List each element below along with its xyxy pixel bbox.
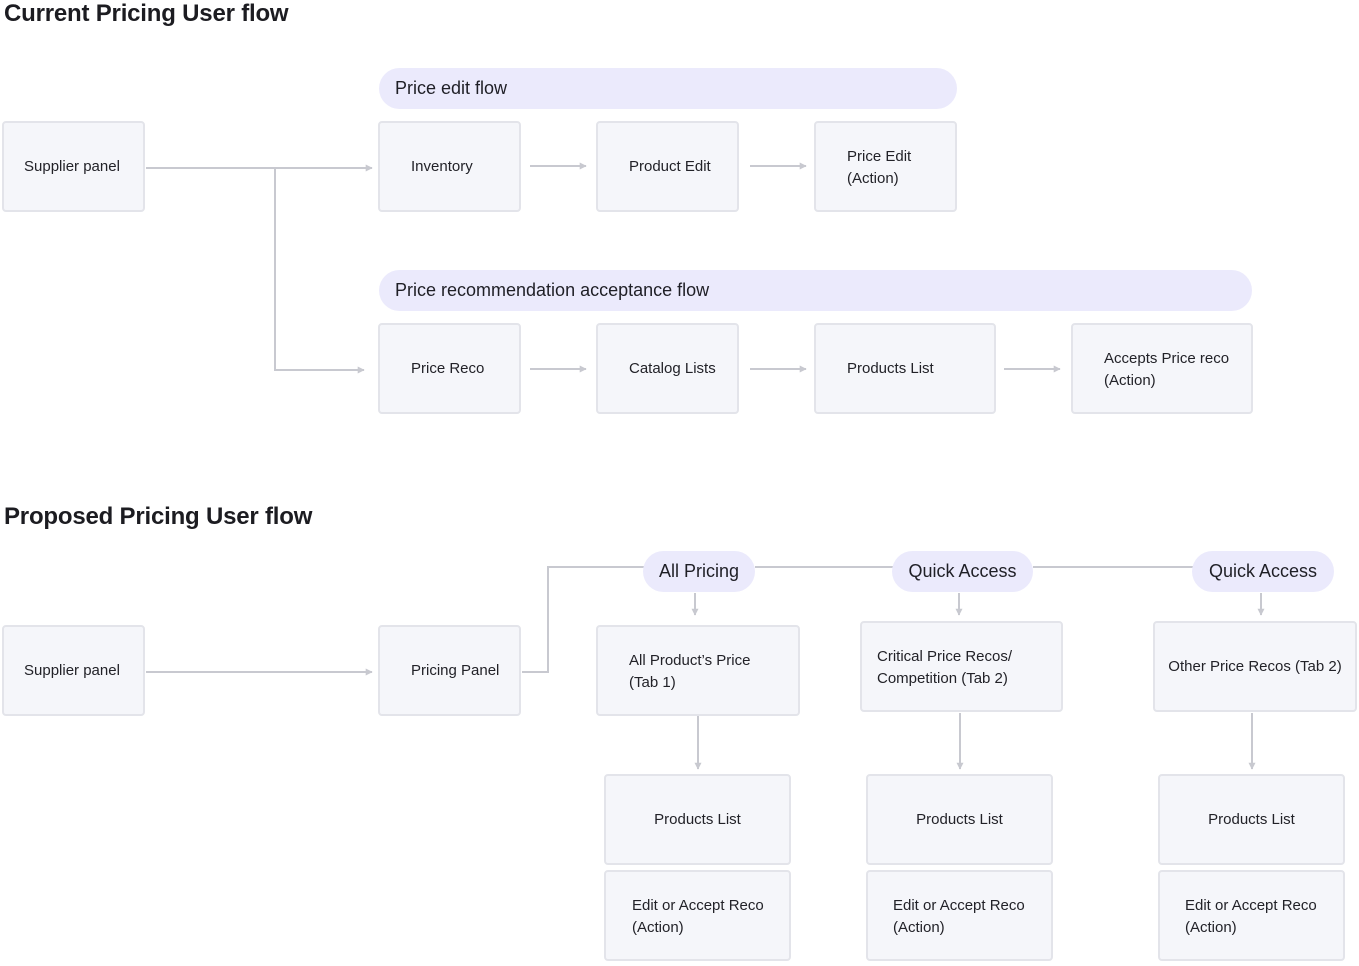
tab-1-label: (Tab 1) bbox=[629, 673, 676, 691]
accepts-price-reco-box: Accepts Price reco (Action) bbox=[1071, 323, 1253, 414]
price-edit-flow-label: Price edit flow bbox=[379, 68, 957, 109]
pricing-panel-label: Pricing Panel bbox=[411, 661, 500, 679]
current-supplier-panel-box: Supplier panel bbox=[2, 121, 145, 212]
proposed-supplier-panel-label: Supplier panel bbox=[24, 661, 120, 679]
proposed-products-list-label-1: Products List bbox=[654, 810, 741, 828]
proposed-products-list-label-3: Products List bbox=[1208, 810, 1295, 828]
edit-accept-reco-label-1: Edit or Accept Reco bbox=[632, 896, 764, 914]
edit-accept-reco-action-label-2: (Action) bbox=[893, 918, 945, 936]
other-price-recos-label: Other Price Recos (Tab 2) bbox=[1168, 657, 1342, 675]
proposed-products-list-box-2: Products List bbox=[866, 774, 1053, 865]
all-pricing-pill: All Pricing bbox=[643, 551, 755, 592]
quick-access-pill-2: Quick Access bbox=[1192, 551, 1334, 592]
connector-supplier-price-reco bbox=[274, 168, 365, 374]
competition-tab-2-label: Competition (Tab 2) bbox=[877, 669, 1008, 687]
quick-access-pill-1: Quick Access bbox=[892, 551, 1033, 592]
inventory-box: Inventory bbox=[378, 121, 521, 212]
connector-pricing-panel-bus bbox=[522, 566, 644, 673]
edit-accept-reco-action-label-1: (Action) bbox=[632, 918, 684, 936]
edit-accept-reco-action-label-3: (Action) bbox=[1185, 918, 1237, 936]
proposed-products-list-box-3: Products List bbox=[1158, 774, 1345, 865]
inventory-label: Inventory bbox=[411, 157, 473, 175]
all-products-price-tab-box: All Product’s Price (Tab 1) bbox=[596, 625, 800, 716]
product-edit-label: Product Edit bbox=[629, 157, 711, 175]
proposed-products-list-box-1: Products List bbox=[604, 774, 791, 865]
critical-price-recos-label: Critical Price Recos/ bbox=[877, 647, 1013, 665]
proposed-products-list-label-2: Products List bbox=[916, 810, 1003, 828]
edit-accept-reco-label-3: Edit or Accept Reco bbox=[1185, 896, 1317, 914]
pricing-panel-box: Pricing Panel bbox=[378, 625, 521, 716]
product-edit-box: Product Edit bbox=[596, 121, 739, 212]
proposed-supplier-panel-box: Supplier panel bbox=[2, 625, 145, 716]
price-reco-flow-label: Price recommendation acceptance flow bbox=[379, 270, 1252, 311]
price-edit-action-label: (Action) bbox=[847, 169, 899, 187]
current-flow-title: Current Pricing User flow bbox=[4, 0, 289, 27]
accepts-price-reco-label: Accepts Price reco bbox=[1104, 349, 1230, 367]
other-price-recos-tab-box: Other Price Recos (Tab 2) bbox=[1153, 621, 1357, 712]
current-products-list-label: Products List bbox=[847, 359, 934, 377]
price-reco-label: Price Reco bbox=[411, 359, 485, 377]
accepts-price-reco-action-label: (Action) bbox=[1104, 371, 1156, 389]
price-reco-box: Price Reco bbox=[378, 323, 521, 414]
price-edit-label: Price Edit bbox=[847, 147, 912, 165]
current-products-list-box: Products List bbox=[814, 323, 996, 414]
edit-accept-reco-label-2: Edit or Accept Reco bbox=[893, 896, 1025, 914]
edit-accept-reco-box-2: Edit or Accept Reco (Action) bbox=[866, 870, 1053, 961]
catalog-lists-label: Catalog Lists bbox=[629, 359, 716, 377]
proposed-flow-title: Proposed Pricing User flow bbox=[4, 503, 313, 530]
price-edit-action-box: Price Edit (Action) bbox=[814, 121, 957, 212]
catalog-lists-box: Catalog Lists bbox=[596, 323, 739, 414]
all-products-price-label: All Product’s Price bbox=[629, 651, 751, 669]
current-supplier-panel-label: Supplier panel bbox=[24, 157, 120, 175]
edit-accept-reco-box-3: Edit or Accept Reco (Action) bbox=[1158, 870, 1345, 961]
edit-accept-reco-box-1: Edit or Accept Reco (Action) bbox=[604, 870, 791, 961]
critical-price-recos-tab-box: Critical Price Recos/ Competition (Tab 2… bbox=[860, 621, 1063, 712]
